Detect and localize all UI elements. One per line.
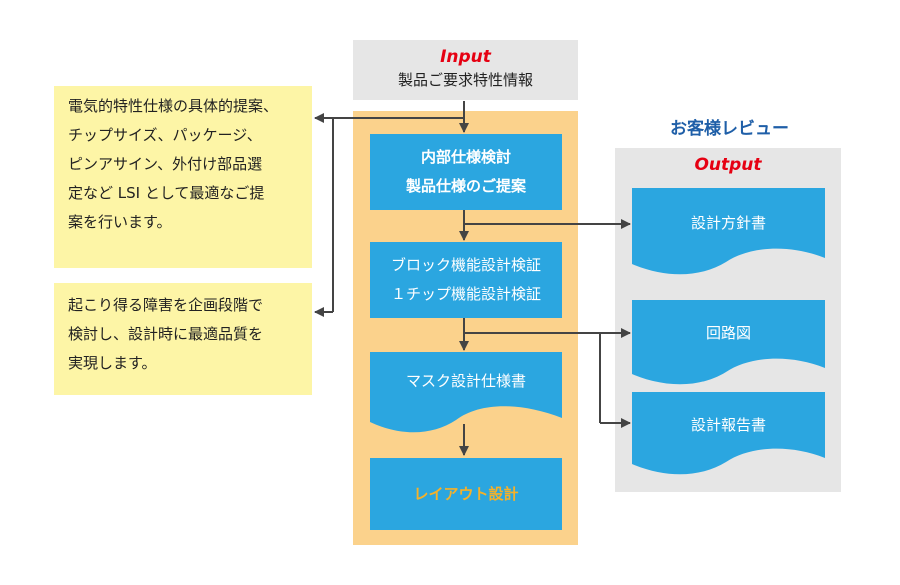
note-line: 電気的特性仕様の具体的提案、 — [68, 97, 279, 115]
step-block-verification: ブロック機能設計検証 １チップ機能設計検証 — [370, 242, 562, 318]
step-line: 製品仕様のご提案 — [405, 177, 526, 195]
design-policy-document-shape — [632, 188, 825, 275]
note-quality: 起こり得る障害を企画段階で 検討し、設計時に最適品質を 実現します。 — [54, 283, 312, 395]
note-proposal: 電気的特性仕様の具体的提案、 チップサイズ、パッケージ、 ピンアサイン、外付け部… — [54, 86, 312, 268]
circuit-diagram-label: 回路図 — [705, 324, 751, 342]
input-title: Input — [440, 47, 491, 67]
customer-review-title: お客様レビュー — [670, 119, 789, 139]
design-policy-label: 設計方針書 — [690, 214, 766, 232]
input-subtitle: 製品ご要求特性情報 — [397, 71, 533, 89]
note-line: 検討し、設計時に最適品質を — [68, 325, 264, 343]
note-line: 起こり得る障害を企画段階で — [68, 296, 264, 314]
note-line: 実現します。 — [68, 354, 157, 372]
step-line: ブロック機能設計検証 — [390, 256, 541, 274]
design-report-label: 設計報告書 — [690, 416, 766, 434]
step-line: レイアウト設計 — [413, 484, 519, 503]
step-spec-review: 内部仕様検討 製品仕様のご提案 — [370, 134, 562, 210]
note-line: チップサイズ、パッケージ、 — [68, 126, 262, 144]
mask-spec-document-shape — [370, 352, 562, 433]
output-title: Output — [694, 155, 762, 175]
circuit-diagram-document-shape — [632, 300, 825, 385]
step-line: １チップ機能設計検証 — [390, 285, 541, 303]
note-line: ピンアサイン、外付け部品選 — [68, 155, 263, 173]
note-line: 定など LSI として最適なご提 — [68, 184, 265, 202]
step-layout-design: レイアウト設計 — [370, 458, 562, 530]
input-box: Input 製品ご要求特性情報 — [353, 40, 578, 100]
mask-spec-label: マスク設計仕様書 — [405, 372, 526, 390]
note-line: 案を行います。 — [68, 213, 172, 231]
step-line: 内部仕様検討 — [420, 148, 511, 166]
design-report-document-shape — [632, 392, 825, 475]
